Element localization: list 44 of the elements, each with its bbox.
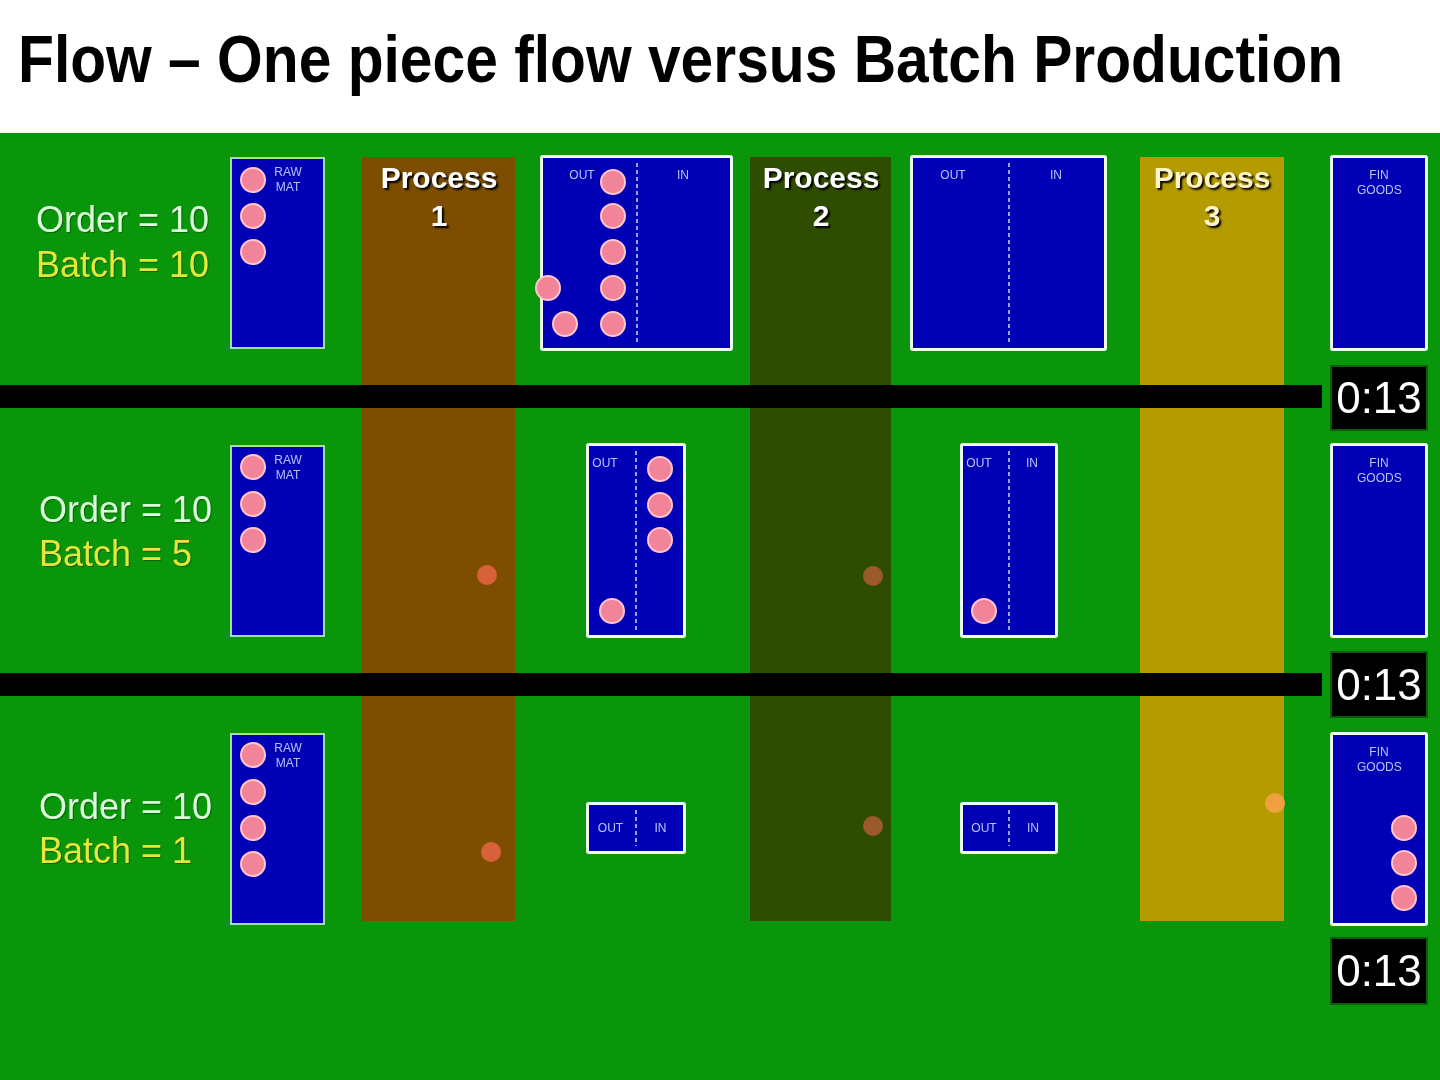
panel-label: OUT [965,456,993,470]
panel-label: FIN GOODS [1357,745,1401,775]
process-band [750,157,891,921]
quantity-label: Batch = 1 [39,833,193,869]
panel-label: RAW MAT [273,165,303,195]
buffer-panel [586,802,686,854]
process-label: Process 2 [761,160,881,234]
panel-label: IN [1025,456,1039,470]
quantity-label: Order = 10 [39,789,213,825]
panel-label: OUT [591,456,619,470]
process-label: Process 1 [379,160,499,234]
process-band [362,157,515,921]
process-label: Process 3 [1152,160,1272,234]
panel-label: OUT [970,821,998,835]
quantity-label: Order = 10 [39,492,213,528]
panel-label: FIN GOODS [1357,168,1401,198]
inventory-panel [230,157,325,349]
inventory-panel [1330,443,1428,638]
buffer-panel [960,802,1058,854]
timer-display: 0:13 [1330,365,1428,431]
separator-bar [0,673,1322,696]
panel-label: IN [653,821,668,835]
panel-label: OUT [568,168,596,182]
buffer-panel [960,443,1058,638]
process-band [1140,157,1284,921]
buffer-panel [910,155,1107,351]
panel-label: OUT [939,168,967,182]
panel-label: IN [1026,821,1040,835]
panel-label: FIN GOODS [1357,456,1401,486]
inventory-panel [230,445,325,637]
panel-label: OUT [596,821,625,835]
quantity-label: Order = 10 [36,202,210,238]
buffer-panel [540,155,733,351]
panel-label: RAW MAT [273,741,303,771]
panel-label: RAW MAT [273,453,303,483]
timer-display: 0:13 [1330,937,1428,1005]
inventory-panel [1330,732,1428,926]
quantity-label: Batch = 10 [36,247,210,283]
inventory-panel [1330,155,1428,351]
separator-bar [0,385,1322,408]
timer-display: 0:13 [1330,651,1428,718]
quantity-label: Batch = 5 [39,536,193,572]
panel-label: IN [1049,168,1063,182]
panel-label: IN [676,168,690,182]
